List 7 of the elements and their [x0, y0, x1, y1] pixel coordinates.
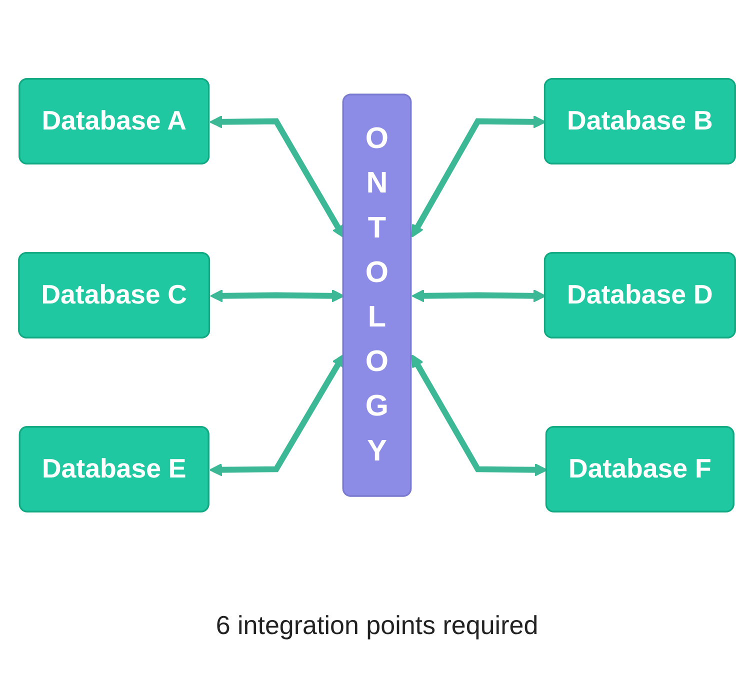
- arrow: [209, 354, 344, 476]
- arrow: [411, 115, 546, 238]
- caption: 6 integration points required: [216, 610, 538, 641]
- arrow: [411, 354, 548, 476]
- arrow: [210, 115, 344, 238]
- arrow: [412, 289, 546, 302]
- arrow: [210, 289, 344, 302]
